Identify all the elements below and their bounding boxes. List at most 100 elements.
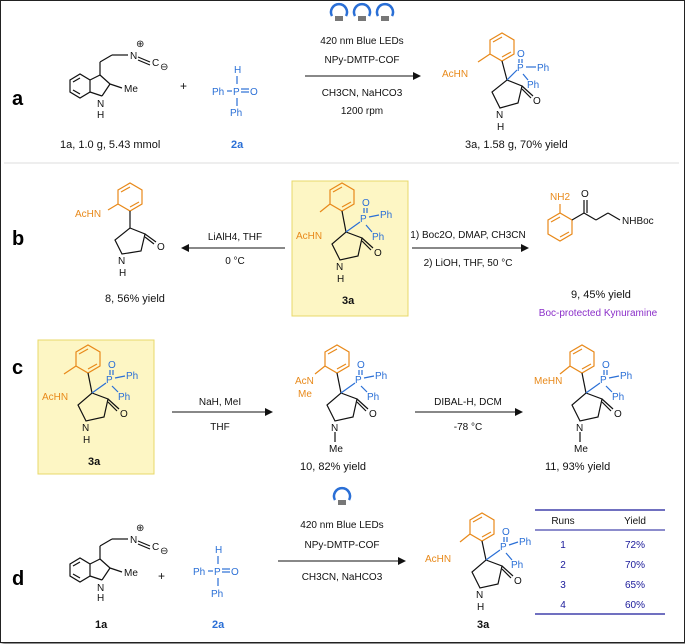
atom-n-3a: N bbox=[496, 110, 503, 121]
atom-me-1a-d: Me bbox=[124, 568, 138, 579]
atom-nh2-9: NH2 bbox=[550, 192, 570, 203]
atom-o-10: O bbox=[369, 409, 377, 420]
atom-acn-10: AcN bbox=[295, 376, 314, 387]
atom-ph-3a-c: Ph bbox=[118, 392, 130, 403]
svg-text:Ph: Ph bbox=[193, 567, 205, 578]
atom-me-11: Me bbox=[574, 444, 588, 455]
panel-d-letter: d bbox=[12, 568, 24, 590]
atom-o-9: O bbox=[581, 189, 589, 200]
label-11: 11, 93% yield bbox=[545, 461, 610, 473]
atom-ph-3a-b: Ph bbox=[372, 232, 384, 243]
svg-text:P: P bbox=[233, 87, 240, 98]
lamp-icon bbox=[329, 2, 349, 23]
table-cell: 1 bbox=[560, 540, 566, 551]
atom-o-3a-b: O bbox=[374, 248, 382, 259]
atom-acnh-3a: AcHN bbox=[442, 69, 468, 80]
atom-p-10: P bbox=[355, 375, 362, 386]
charge-minus-1a-d: ⊖ bbox=[160, 546, 168, 557]
atom-p-3a-b: P bbox=[360, 214, 367, 225]
charge-plus-1a-d: ⊕ bbox=[136, 523, 144, 534]
cond-a-3: CH3CN, NaHCO3 bbox=[322, 88, 403, 99]
cond-c-1b: THF bbox=[210, 422, 229, 433]
panel-c-letter: c bbox=[12, 357, 23, 379]
structure-3a-center bbox=[319, 182, 374, 261]
structure-10 bbox=[314, 344, 369, 442]
indole-structure-1a bbox=[69, 54, 128, 99]
cond-d-1: 420 nm Blue LEDs bbox=[300, 520, 383, 531]
atom-ph-10: Ph bbox=[367, 392, 379, 403]
atom-o-p-3a-b: O bbox=[362, 198, 370, 209]
atom-o-11: O bbox=[614, 409, 622, 420]
atom-me-1a: Me bbox=[124, 84, 138, 95]
atom-o-3a-d: O bbox=[514, 576, 522, 587]
atom-acnh-8: AcHN bbox=[75, 209, 101, 220]
cond-c-2a: DIBAL-H, DCM bbox=[434, 397, 502, 408]
label-2a-d: 2a bbox=[212, 619, 225, 631]
label-2a: 2a bbox=[231, 139, 244, 151]
atom-o-p-10: O bbox=[357, 360, 365, 371]
atom-acnh-3a-b: AcHN bbox=[296, 231, 322, 242]
highlight-box-c bbox=[37, 339, 155, 475]
recycling-table: Runs Yield 1 72% 2 70% 3 65% 4 60% bbox=[535, 509, 665, 615]
svg-text:Ph: Ph bbox=[211, 589, 223, 600]
atom-n-3a-b: N bbox=[336, 262, 343, 273]
atom-ph-3a-d: Ph bbox=[511, 560, 523, 571]
atom-n-nh-1a-d: N bbox=[97, 583, 104, 594]
atom-ph-10: Ph bbox=[375, 371, 387, 382]
indole-structure-1a-d bbox=[69, 538, 128, 583]
charge-plus-1a: ⊕ bbox=[136, 39, 144, 50]
atom-c-1a: C bbox=[152, 58, 159, 69]
table-header-yield: Yield bbox=[624, 516, 646, 527]
cond-b-right-2: 2) LiOH, THF, 50 °C bbox=[424, 258, 513, 269]
product-structure-3a-d bbox=[459, 512, 514, 589]
label-1a: 1a, 1.0 g, 5.43 mmol bbox=[60, 139, 160, 151]
label-10: 10, 82% yield bbox=[300, 461, 366, 473]
cond-d-2: NPy-DMTP-COF bbox=[305, 540, 380, 551]
atom-me-10: Me bbox=[329, 444, 343, 455]
cond-b-right-1: 1) Boc2O, DMAP, CH3CN bbox=[410, 230, 525, 241]
atom-ph-11: Ph bbox=[620, 371, 632, 382]
svg-text:P: P bbox=[214, 567, 221, 578]
label-3a-b: 3a bbox=[342, 295, 355, 307]
table-header-runs: Runs bbox=[551, 516, 574, 527]
svg-text:O: O bbox=[231, 567, 239, 578]
table-cell: 65% bbox=[625, 580, 645, 591]
cond-b-left-2: 0 °C bbox=[225, 256, 245, 267]
atom-n-11: N bbox=[576, 423, 583, 434]
atom-h-3a: H bbox=[497, 122, 504, 133]
product-structure-3a bbox=[477, 32, 534, 109]
atom-h-3a-c: H bbox=[83, 435, 90, 446]
plus-d: + bbox=[158, 569, 165, 583]
diphenylphosphine-oxide-2a: H Ph P O Ph bbox=[212, 65, 258, 119]
svg-text:H: H bbox=[234, 65, 241, 76]
table-cell: 70% bbox=[625, 560, 645, 571]
atom-nhboc-9: NHBoc bbox=[622, 216, 654, 227]
table-cell: 72% bbox=[625, 540, 645, 551]
atom-o-3a: O bbox=[517, 49, 525, 60]
label-3a-a: 3a, 1.58 g, 70% yield bbox=[465, 139, 568, 151]
atom-nh-h-1a: H bbox=[97, 110, 104, 121]
atom-p-3a-c: P bbox=[106, 375, 113, 386]
atom-acnh-3a-d: AcHN bbox=[425, 554, 451, 565]
cond-c-1a: NaH, MeI bbox=[199, 397, 241, 408]
atom-ph-3a: Ph bbox=[537, 63, 549, 74]
lamp-icon bbox=[375, 2, 395, 23]
structure-8 bbox=[107, 182, 157, 255]
atom-c-1a-d: C bbox=[152, 542, 159, 553]
atom-n-1a: N bbox=[130, 51, 137, 62]
atom-o-p-11: O bbox=[602, 360, 610, 371]
atom-h-3a-d: H bbox=[477, 602, 484, 613]
cond-c-2b: -78 °C bbox=[454, 422, 482, 433]
panel-a-letter: a bbox=[12, 88, 24, 110]
name-boc-kynuramine: Boc-protected Kynuramine bbox=[539, 308, 658, 319]
highlight-box-b bbox=[291, 180, 409, 317]
label-3a-d: 3a bbox=[477, 619, 490, 631]
atom-n-8: N bbox=[118, 256, 125, 267]
charge-minus-1a: ⊖ bbox=[160, 62, 168, 73]
atom-n-3a-d: N bbox=[476, 590, 483, 601]
atom-mehn-11: MeHN bbox=[534, 376, 562, 387]
atom-o-8: O bbox=[157, 242, 165, 253]
atom-ph-3a-d: Ph bbox=[519, 537, 531, 548]
